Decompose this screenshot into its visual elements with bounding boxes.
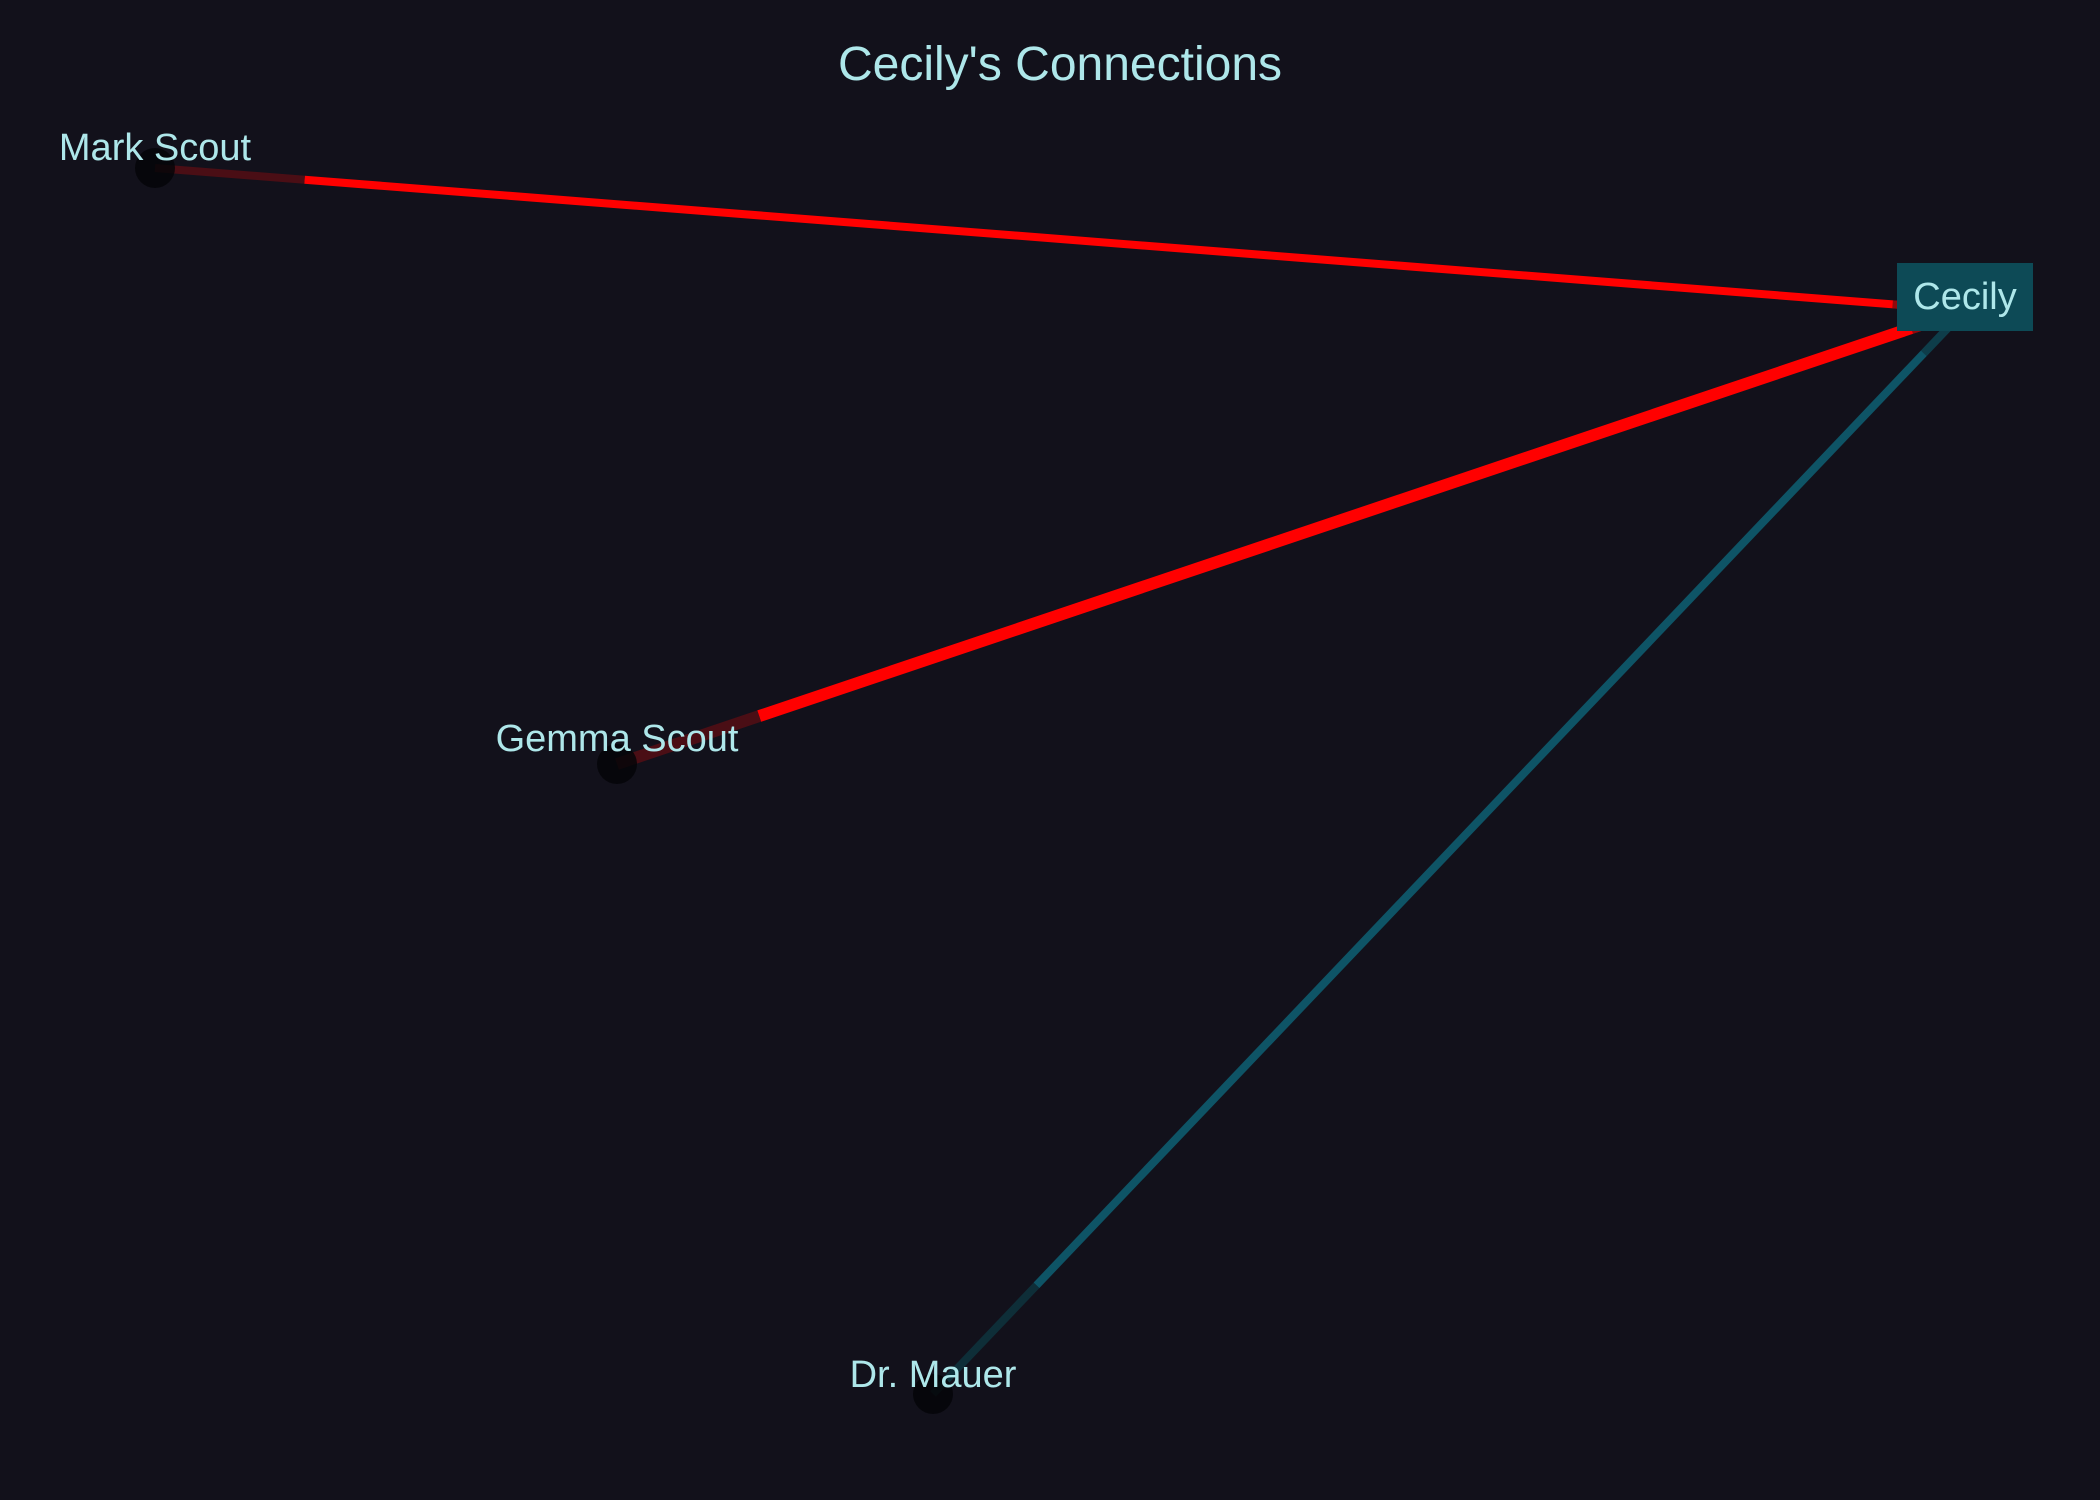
edge-fade-mauer (930, 1282, 1040, 1397)
node-layer (135, 148, 1985, 1414)
edge-gemma-cecily (757, 304, 1967, 722)
node-mauer (913, 1374, 953, 1414)
node-label-mark: Mark Scout (59, 127, 252, 169)
edge-fade-mark (154, 164, 305, 184)
node-label-gemma: Gemma Scout (496, 718, 739, 760)
node-gemma (597, 744, 637, 784)
node-label-mauer: Dr. Mauer (850, 1354, 1017, 1396)
edge-mauer-cecily (1033, 307, 1968, 1289)
node-label-cecily: Cecily (1913, 276, 2016, 318)
edge-fade-gemma (615, 710, 762, 770)
edge-layer (154, 164, 1968, 1397)
node-mark (135, 148, 175, 188)
graph-title: Cecily's Connections (838, 38, 1282, 91)
edge-mark-cecily (304, 175, 1966, 314)
center-label-box (1897, 263, 2033, 331)
